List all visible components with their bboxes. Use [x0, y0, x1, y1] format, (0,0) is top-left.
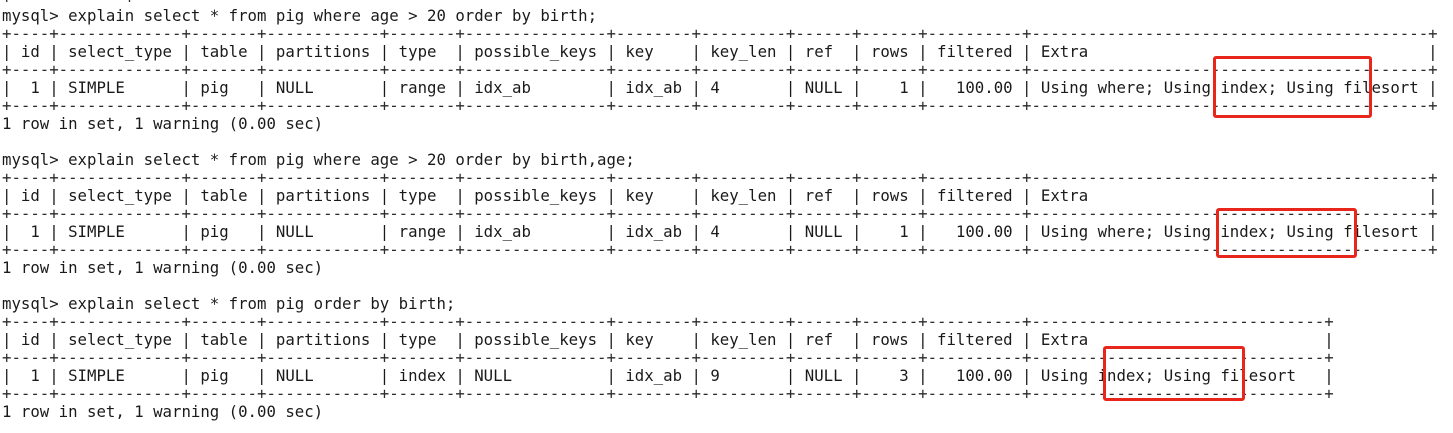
terminal-line	[2, 133, 1438, 151]
command-line: mysql> explain select * from pig where a…	[2, 150, 635, 169]
table-row: | 1 | SIMPLE | pig | NULL | range | idx_…	[2, 222, 1438, 241]
table-border-line: +----+-------------+-------+------------…	[2, 60, 1438, 79]
result-summary-line: 1 row in set, 1 warning (0.00 sec)	[2, 402, 324, 421]
result-summary-line: 1 row in set, 1 warning (0.00 sec)	[2, 114, 324, 133]
table-border-line: +----+-------------+-------+------------…	[2, 204, 1438, 223]
table-border-line: +----+-------------+-------+------------…	[2, 96, 1438, 115]
table-border-line: +----+-------------+-------+------------…	[2, 24, 1438, 43]
table-border-line: +----+-------------+-------+------------…	[2, 168, 1438, 187]
table-border-line: + --- - ---- +	[2, 0, 1438, 7]
table-border-line: +----+-------------+-------+------------…	[2, 384, 1334, 403]
table-header-row: | id | select_type | table | partitions …	[2, 330, 1334, 349]
table-header-row: | id | select_type | table | partitions …	[2, 42, 1438, 61]
terminal-output: + --- - ---- +mysql> explain select * fr…	[2, 0, 1438, 421]
terminal-line	[2, 277, 1438, 295]
table-row: | 1 | SIMPLE | pig | NULL | index | NULL…	[2, 366, 1334, 385]
table-header-row: | id | select_type | table | partitions …	[2, 186, 1438, 205]
table-row: | 1 | SIMPLE | pig | NULL | range | idx_…	[2, 78, 1438, 97]
table-border-line: +----+-------------+-------+------------…	[2, 312, 1334, 331]
command-line: mysql> explain select * from pig where a…	[2, 6, 598, 25]
table-border-line: +----+-------------+-------+------------…	[2, 240, 1438, 259]
command-line: mysql> explain select * from pig order b…	[2, 294, 456, 313]
result-summary-line: 1 row in set, 1 warning (0.00 sec)	[2, 258, 324, 277]
table-border-line: +----+-------------+-------+------------…	[2, 348, 1334, 367]
